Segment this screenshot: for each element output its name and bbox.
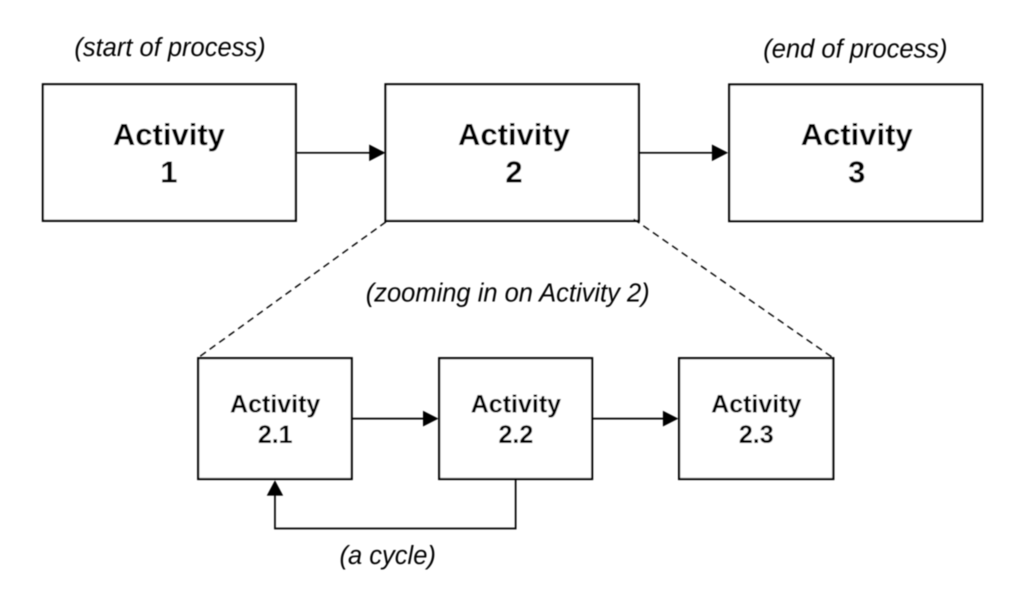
svg-text:(start of process): (start of process) xyxy=(74,34,265,62)
svg-text:Activity: Activity xyxy=(458,117,571,152)
svg-text:Activity: Activity xyxy=(711,391,801,419)
svg-text:Activity: Activity xyxy=(113,117,226,152)
svg-text:Activity: Activity xyxy=(801,117,914,152)
svg-text:Activity: Activity xyxy=(471,391,561,419)
svg-text:3: 3 xyxy=(848,155,865,190)
svg-text:Activity: Activity xyxy=(230,391,320,419)
svg-text:2: 2 xyxy=(505,155,522,190)
svg-text:(end of process): (end of process) xyxy=(763,35,947,63)
svg-text:2.1: 2.1 xyxy=(258,421,293,449)
svg-text:2.3: 2.3 xyxy=(739,421,774,449)
svg-text:(a cycle): (a cycle) xyxy=(340,542,436,570)
svg-text:(zooming in on Activity 2): (zooming in on Activity 2) xyxy=(366,279,650,307)
svg-text:1: 1 xyxy=(160,155,177,190)
svg-text:2.2: 2.2 xyxy=(499,421,534,449)
